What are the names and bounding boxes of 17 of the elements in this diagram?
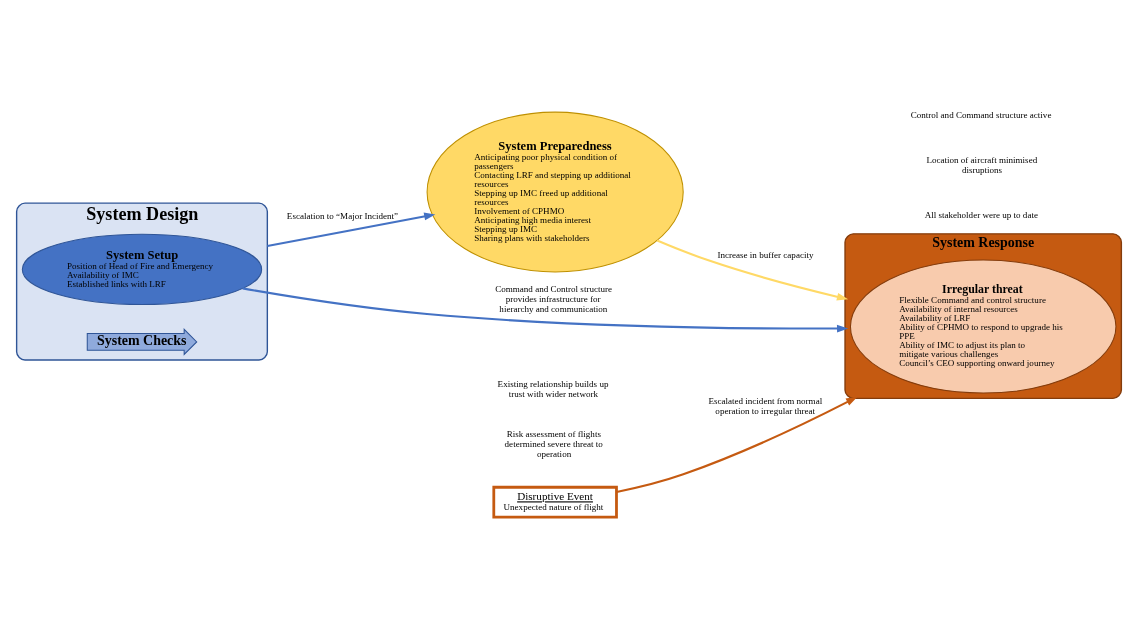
arrow <box>242 287 849 333</box>
label: All stakeholder were up to date <box>924 210 1038 221</box>
edge-label: Escalated incident from normal operation to irregular threat <box>708 396 823 416</box>
node-ellipse: Irregular threat Flexible Command and control structure Availability of internal resources Availability of LRF Ability of CPHMO to respond to upgrade his PPE Ability of IMC to adjust its plan to mitigate various challenges Council’s CEO supporting onward journey <box>849 259 1117 394</box>
arrow <box>656 239 849 301</box>
edge-label: Increase in buffer capacity <box>717 249 814 260</box>
label: Location of aircraft minimised disruptions <box>926 155 1038 175</box>
edge-label: Escalation to “Major Incident” <box>286 211 399 222</box>
label: Existing relationship builds up trust with wider network <box>497 378 609 399</box>
arrow <box>267 212 436 247</box>
label: Control and Command structure active <box>910 109 1052 120</box>
node-ellipse: System Setup Position of Head of Fire and Emergency Availability of IMC Established links with LRF <box>21 233 263 306</box>
arrow <box>616 396 858 494</box>
node-ellipse: System Preparedness Anticipating poor physical condition of passengers Contacting LRF and stepping up additional resources Stepping up IMC freed up additional resources Involvement of CPHMO Anticipating high media interest Stepping up IMC Sharing plans with stakeholders <box>426 111 684 273</box>
label: Risk assessment of flights determined severe threat to operation <box>504 428 603 459</box>
node-box: Disruptive Event Unexpected nature of flight <box>492 485 618 519</box>
edge-label: Command and Control structure provides infrastructure for hierarchy and communication <box>495 283 613 314</box>
